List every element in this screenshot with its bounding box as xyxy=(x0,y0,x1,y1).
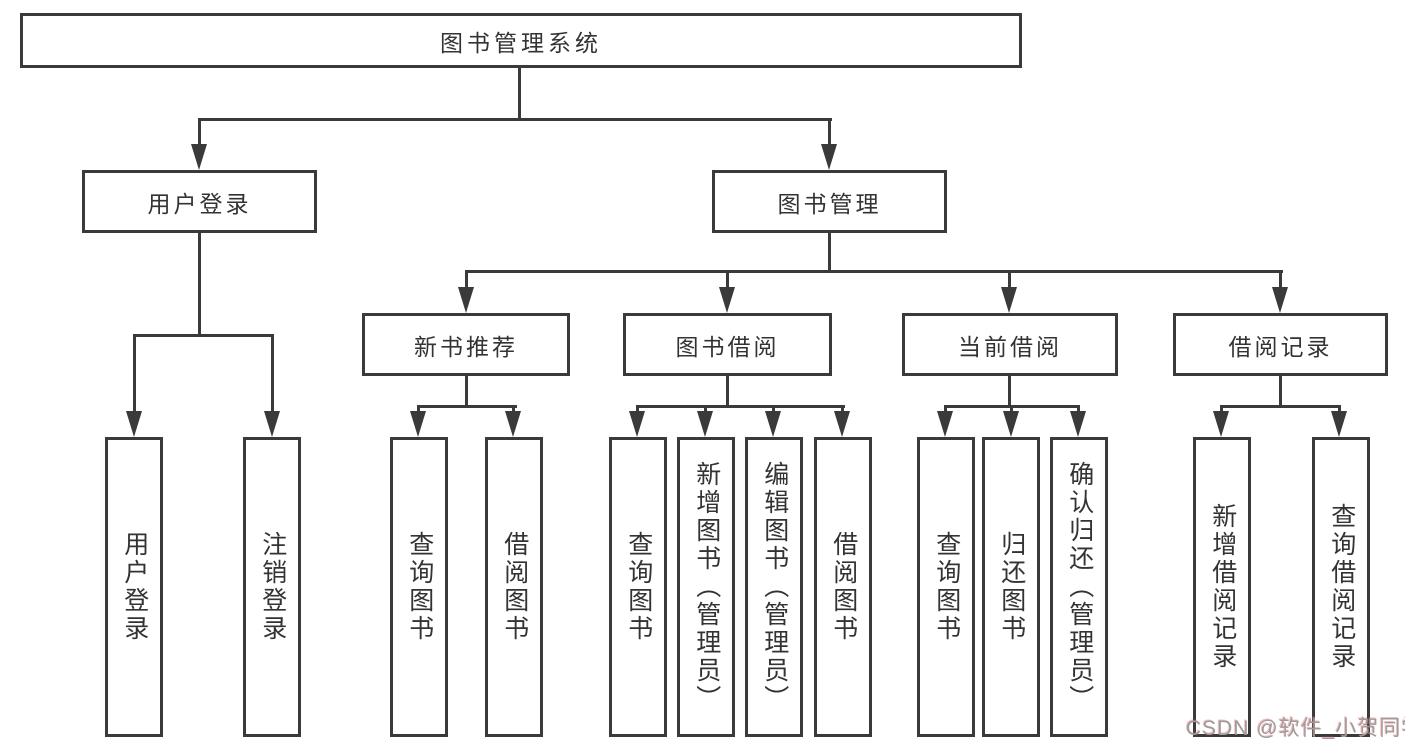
connector-line xyxy=(465,270,468,289)
arrowhead-down xyxy=(629,411,645,437)
leaf-label: 借阅图书 xyxy=(829,531,858,643)
leaf-logout: 注销登录 xyxy=(243,437,301,737)
connector-line xyxy=(417,405,517,408)
node-book-borrowing: 图书借阅 xyxy=(623,313,832,376)
arrowhead-down xyxy=(410,411,426,437)
arrowhead-down xyxy=(697,411,713,437)
node-library-management-system: 图书管理系统 xyxy=(20,13,1022,68)
leaf-query-borrow-record: 查询借阅记录 xyxy=(1312,437,1370,737)
leaf-query-books-current: 查询图书 xyxy=(917,437,975,737)
arrowhead-down xyxy=(1001,287,1017,313)
connector-line xyxy=(1008,270,1011,289)
connector-line xyxy=(465,376,468,408)
leaf-label: 注销登录 xyxy=(258,531,287,643)
leaf-label: 查询图书 xyxy=(405,531,434,643)
node-current-borrowing: 当前借阅 xyxy=(902,313,1118,376)
connector-line xyxy=(133,334,274,337)
connector-line xyxy=(417,405,420,413)
arrowhead-down xyxy=(1213,411,1229,437)
connector-line xyxy=(704,405,707,413)
connector-line xyxy=(944,405,947,413)
node-book-management: 图书管理 xyxy=(712,170,947,233)
arrowhead-down xyxy=(719,287,735,313)
connector-line xyxy=(1077,405,1080,413)
connector-line xyxy=(465,270,1283,273)
connector-line xyxy=(726,376,729,408)
arrowhead-down xyxy=(765,411,781,437)
leaf-label: 借阅图书 xyxy=(500,531,529,643)
node-borrowing-records: 借阅记录 xyxy=(1173,313,1388,376)
leaf-query-books-borrowing: 查询图书 xyxy=(609,437,667,737)
node-label: 图书管理 xyxy=(777,190,882,217)
connector-line xyxy=(1010,405,1013,413)
connector-line xyxy=(271,334,274,413)
leaf-query-books-recommend: 查询图书 xyxy=(390,437,448,737)
node-label: 图书管理系统 xyxy=(440,29,602,56)
leaf-label: 确认归还（管理员） xyxy=(1065,461,1094,713)
connector-line xyxy=(133,334,136,413)
leaf-label: 查询借阅记录 xyxy=(1327,503,1356,671)
connector-line xyxy=(828,118,831,146)
leaf-label: 编辑图书（管理员） xyxy=(760,461,789,713)
arrowhead-down xyxy=(1331,411,1347,437)
arrowhead-down xyxy=(458,287,474,313)
arrowhead-down xyxy=(821,144,837,170)
connector-line xyxy=(518,68,521,121)
csdn-watermark: CSDN @软件_小贺同学 xyxy=(1186,717,1405,740)
connector-line xyxy=(198,118,201,146)
connector-line xyxy=(198,118,832,121)
leaf-add-borrow-record: 新增借阅记录 xyxy=(1193,437,1251,737)
connector-line xyxy=(512,405,515,413)
connector-line xyxy=(1279,376,1282,408)
arrowhead-down xyxy=(505,411,521,437)
node-user-login: 用户登录 xyxy=(82,170,317,233)
connector-line xyxy=(636,405,845,408)
node-new-book-recommendation: 新书推荐 xyxy=(362,313,570,376)
arrowhead-down xyxy=(1070,411,1086,437)
connector-line xyxy=(1008,376,1011,408)
leaf-label: 归还图书 xyxy=(997,531,1026,643)
leaf-confirm-return-admin: 确认归还（管理员） xyxy=(1050,437,1108,737)
connector-line xyxy=(828,233,831,273)
connector-line xyxy=(198,233,201,337)
leaf-add-books-admin: 新增图书（管理员） xyxy=(677,437,735,737)
arrowhead-down xyxy=(1003,411,1019,437)
arrowhead-down xyxy=(126,411,142,437)
connector-line xyxy=(1220,405,1223,413)
connector-line xyxy=(841,405,844,413)
connector-line xyxy=(636,405,639,413)
connector-line xyxy=(726,270,729,289)
node-label: 用户登录 xyxy=(147,190,252,217)
arrowhead-down xyxy=(191,144,207,170)
node-label: 图书借阅 xyxy=(675,333,780,360)
node-label: 当前借阅 xyxy=(958,333,1062,360)
arrowhead-down xyxy=(1272,287,1288,313)
leaf-label: 新增图书（管理员） xyxy=(692,461,721,713)
leaf-label: 用户登录 xyxy=(120,531,149,643)
arrowhead-down xyxy=(834,411,850,437)
arrowhead-down xyxy=(264,411,280,437)
leaf-return-books: 归还图书 xyxy=(982,437,1040,737)
leaf-label: 查询图书 xyxy=(932,531,961,643)
connector-line xyxy=(1220,405,1341,408)
node-label: 借阅记录 xyxy=(1228,333,1333,360)
leaf-label: 新增借阅记录 xyxy=(1208,503,1237,671)
leaf-label: 查询图书 xyxy=(624,531,653,643)
node-label: 新书推荐 xyxy=(414,333,518,360)
connector-line xyxy=(1279,270,1282,289)
leaf-edit-books-admin: 编辑图书（管理员） xyxy=(745,437,803,737)
leaf-borrow-books-borrowing: 借阅图书 xyxy=(814,437,872,737)
connector-line xyxy=(772,405,775,413)
arrowhead-down xyxy=(937,411,953,437)
connector-line xyxy=(1338,405,1341,413)
leaf-borrow-books-recommend: 借阅图书 xyxy=(485,437,543,737)
leaf-user-login: 用户登录 xyxy=(105,437,163,737)
